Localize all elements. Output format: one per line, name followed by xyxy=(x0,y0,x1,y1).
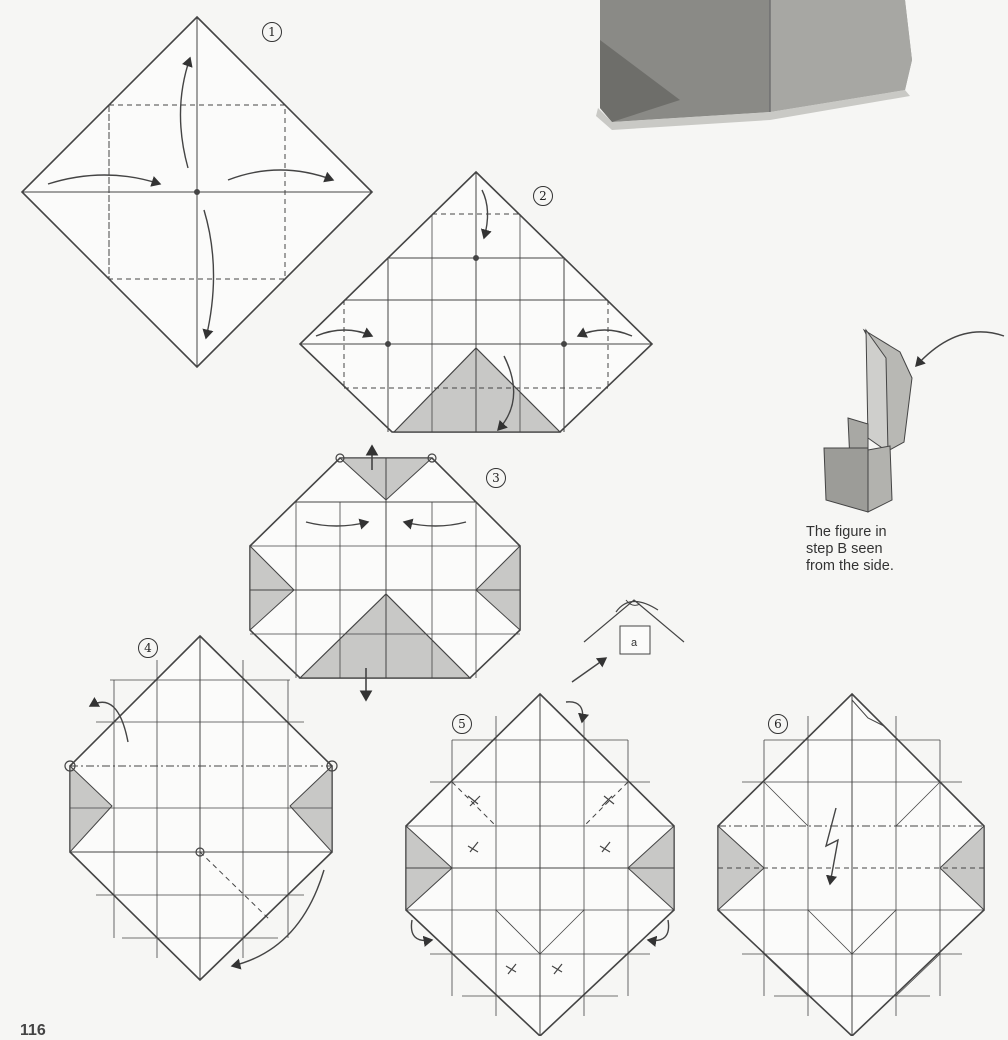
finished-model-photo xyxy=(596,0,912,130)
step-number-1: 1 xyxy=(262,22,282,42)
side-view-figure xyxy=(824,330,1004,512)
detail-label: a xyxy=(631,637,637,649)
step-5-diagram xyxy=(406,658,674,1036)
step-number-5: 5 xyxy=(452,714,472,734)
step-number-3: 3 xyxy=(486,468,506,488)
page-number: 116 xyxy=(20,1022,46,1040)
step-6-diagram xyxy=(718,694,984,1036)
step-3-diagram xyxy=(250,446,520,700)
caption-line-1: The figure in xyxy=(806,524,986,541)
step-1-diagram xyxy=(22,17,372,367)
step-4-diagram xyxy=(65,636,337,980)
caption-line-2: step B seen xyxy=(806,541,986,558)
step-number-4: 4 xyxy=(138,638,158,658)
step-number-6: 6 xyxy=(768,714,788,734)
side-view-caption: The figure in step B seen from the side. xyxy=(806,524,986,575)
step-number-2: 2 xyxy=(533,186,553,206)
caption-line-3: from the side. xyxy=(806,558,986,575)
